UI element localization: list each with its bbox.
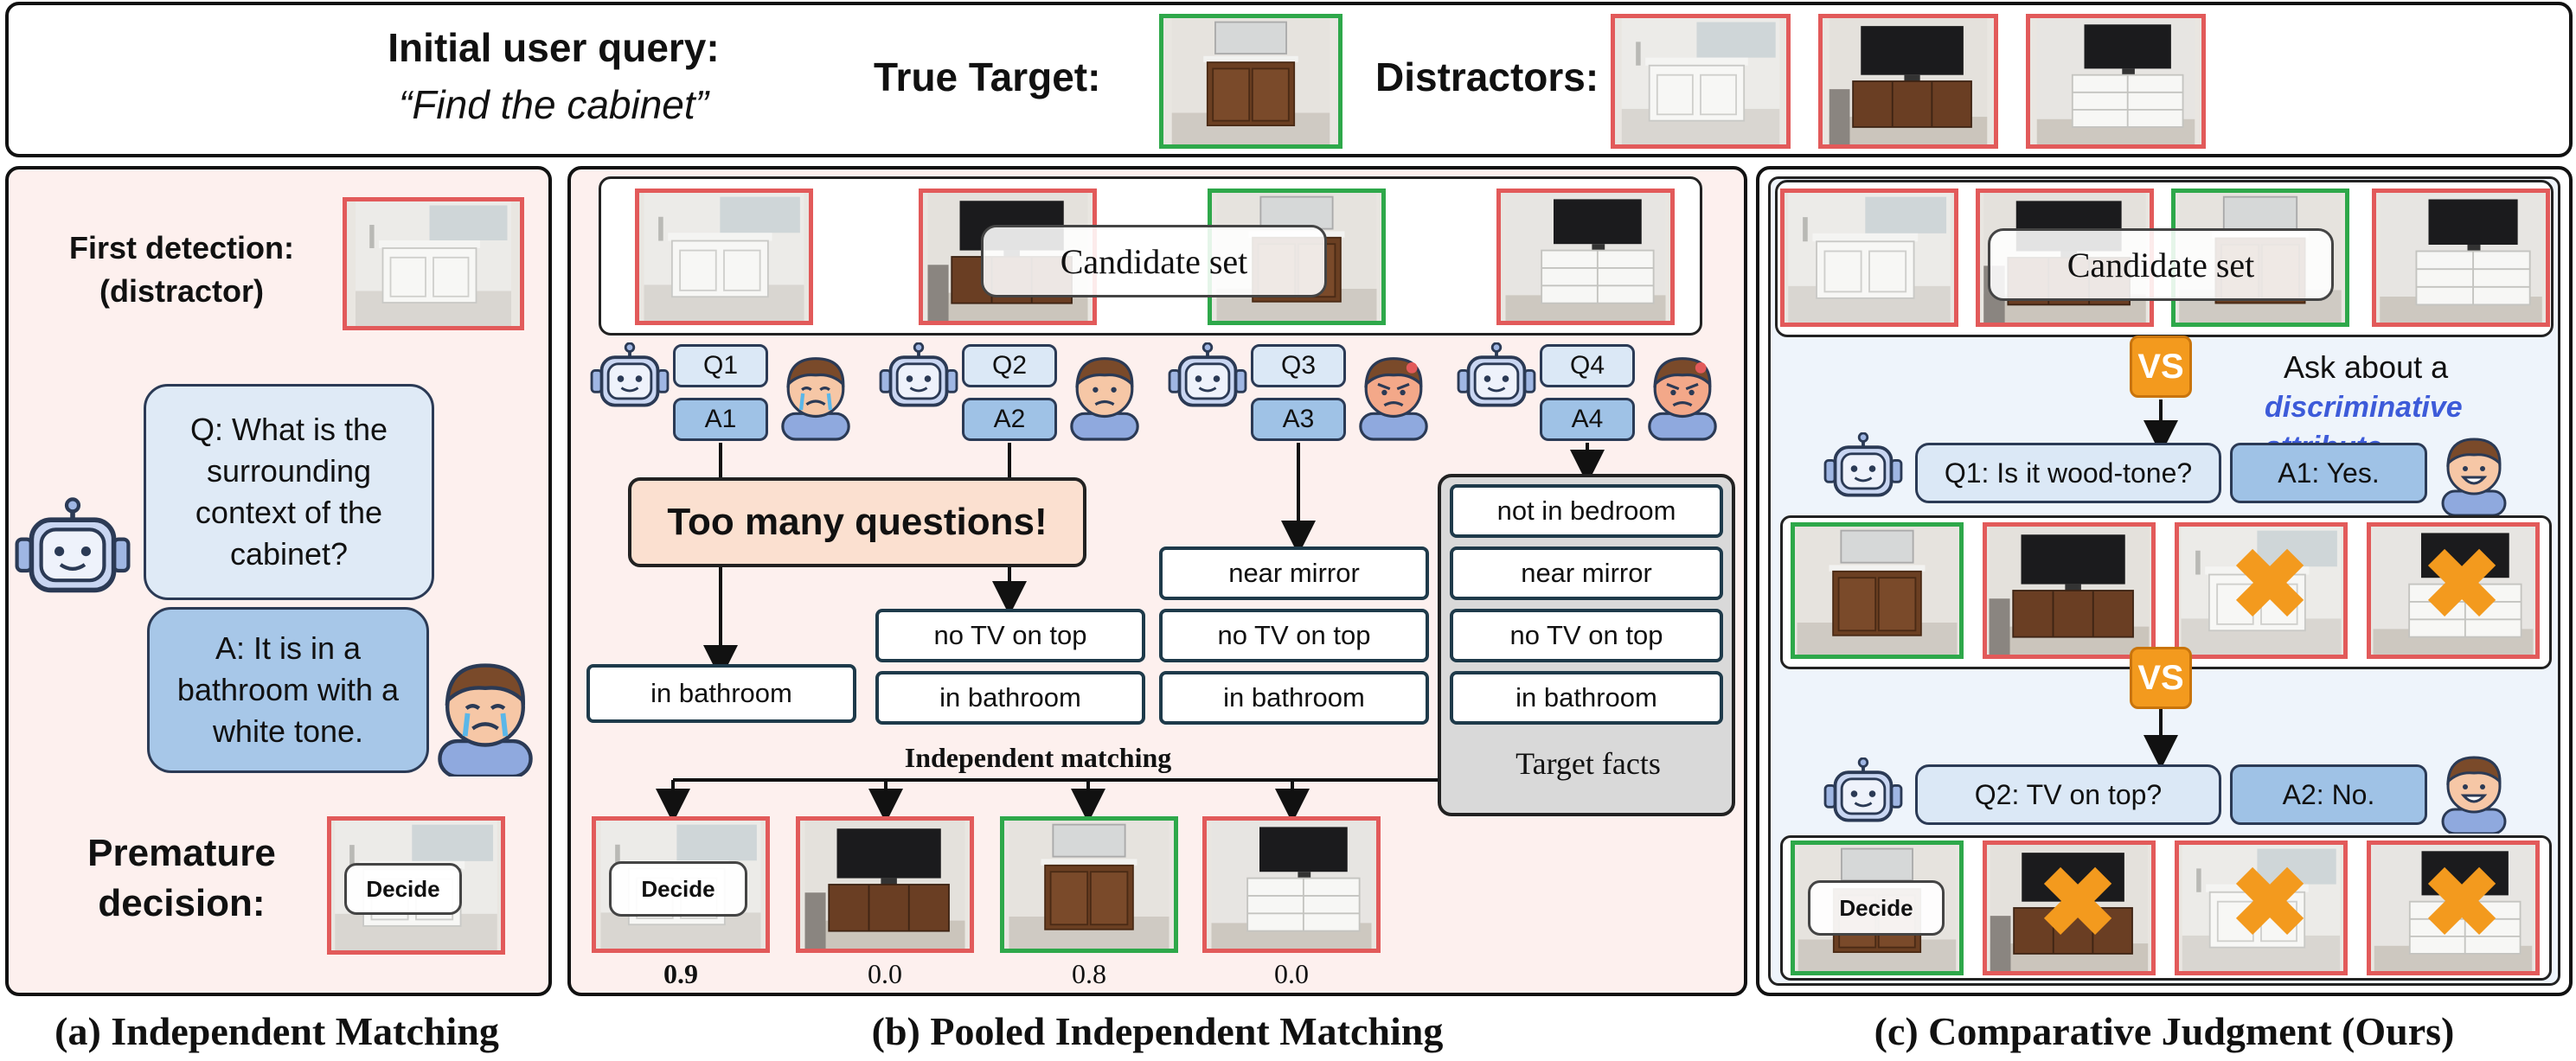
answer-bubble: A: It is in a bathroom with a white tone… — [147, 607, 429, 773]
question-bubble: Q: What is the surrounding context of th… — [144, 384, 434, 600]
robot-icon — [1822, 757, 1905, 832]
x-mark-icon: ✖ — [2422, 850, 2502, 956]
row1-image-4 — [2367, 522, 2540, 659]
happy-user-icon — [2431, 429, 2517, 515]
first-detection-image — [343, 197, 524, 330]
question-q2: Q2 — [962, 344, 1057, 387]
query-text: “Find the cabinet” — [399, 82, 708, 127]
robot-icon — [877, 342, 960, 417]
result-b-4 — [1202, 816, 1381, 953]
robot-icon — [1822, 432, 1905, 507]
decide-badge-b: Decide — [609, 861, 747, 917]
score-4: 0.0 — [1274, 958, 1309, 989]
score-3: 0.8 — [1072, 958, 1106, 989]
first-detection-line1: First detection: — [68, 230, 294, 265]
fact-col3-2: no TV on top — [1159, 609, 1429, 662]
robot-icon — [12, 496, 133, 609]
distractor-image-1 — [1611, 14, 1791, 149]
row1-image-3 — [2175, 522, 2348, 659]
fact-col3-1: near mirror — [1159, 546, 1429, 600]
decide-badge-a: Decide — [344, 863, 462, 915]
premature-line1: Premature — [87, 832, 276, 874]
target-facts-label: Target facts — [1515, 746, 1661, 781]
answer-a2: A2 — [962, 398, 1057, 441]
x-mark-icon: ✖ — [2230, 532, 2310, 638]
row1-image-1 — [1791, 522, 1964, 659]
angry-user-icon — [1637, 346, 1728, 441]
crying-user-icon — [422, 650, 548, 777]
fact-col1-1: in bathroom — [586, 664, 856, 723]
distractor-image-3 — [2026, 14, 2206, 149]
query-label: Initial user query: — [388, 25, 720, 70]
decide-badge-c: Decide — [1808, 880, 1945, 936]
answer-a4: A4 — [1540, 398, 1635, 441]
distractor-image-2 — [1818, 14, 1998, 149]
premature-decision-label: Premature decision: — [52, 828, 311, 929]
true-target-label: True Target: — [874, 54, 1101, 99]
premature-line2: decision: — [98, 882, 266, 924]
robot-icon — [1166, 342, 1249, 417]
question-c1: Q1: Is it wood-tone? — [1915, 443, 2221, 503]
score-1: 0.9 — [663, 958, 698, 989]
answer-a1: A1 — [673, 398, 768, 441]
first-detection-line2: (distractor) — [99, 273, 265, 309]
answer-c1: A1: Yes. — [2230, 443, 2427, 503]
fact-col4-2: near mirror — [1450, 546, 1723, 600]
x-mark-icon: ✖ — [2230, 850, 2310, 956]
fact-col4-1: not in bedroom — [1450, 484, 1723, 538]
candidate-b-4 — [1496, 189, 1675, 325]
candidate-c-1 — [1780, 189, 1958, 327]
fact-col4-3: no TV on top — [1450, 609, 1723, 662]
distractors-label: Distractors: — [1375, 54, 1599, 99]
fact-col2-1: no TV on top — [875, 609, 1145, 662]
first-detection-label: First detection: (distractor) — [35, 227, 329, 313]
row2-image-3 — [2175, 840, 2348, 975]
row1-image-2 — [1983, 522, 2156, 659]
ask-line1: Ask about a — [2284, 349, 2449, 385]
question-q1: Q1 — [673, 344, 768, 387]
answer-a3: A3 — [1251, 398, 1346, 441]
crying-user-icon — [770, 346, 862, 441]
candidate-b-1 — [635, 189, 813, 325]
vs-icon: VS — [2130, 647, 2192, 709]
candidate-c-4 — [2372, 189, 2550, 327]
answer-c2: A2: No. — [2230, 764, 2427, 825]
fact-col3-3: in bathroom — [1159, 671, 1429, 725]
candidate-set-label-c: Candidate set — [1988, 228, 2334, 301]
independent-matching-label: Independent matching — [904, 742, 1172, 773]
true-target-image — [1159, 14, 1342, 149]
robot-icon — [1455, 342, 1538, 417]
fact-col4-4: in bathroom — [1450, 671, 1723, 725]
sad-user-icon — [1059, 346, 1150, 441]
x-mark-icon: ✖ — [2038, 850, 2118, 956]
happy-user-icon — [2431, 747, 2517, 834]
fact-col2-2: in bathroom — [875, 671, 1145, 725]
row2-image-2 — [1983, 840, 2156, 975]
question-q3: Q3 — [1251, 344, 1346, 387]
too-many-questions-banner: Too many questions! — [628, 477, 1086, 567]
caption-b: (b) Pooled Independent Matching — [871, 1009, 1444, 1053]
candidate-set-label-b: Candidate set — [981, 225, 1327, 297]
question-q4: Q4 — [1540, 344, 1635, 387]
caption-c: (c) Comparative Judgment (Ours) — [1874, 1009, 2455, 1053]
x-mark-icon: ✖ — [2422, 532, 2502, 638]
robot-icon — [588, 342, 671, 417]
caption-a: (a) Independent Matching — [54, 1009, 499, 1053]
row2-image-4 — [2367, 840, 2540, 975]
result-b-3 — [1000, 816, 1178, 953]
score-2: 0.0 — [868, 958, 902, 989]
angry-user-icon — [1348, 346, 1439, 441]
result-b-2 — [796, 816, 974, 953]
question-c2: Q2: TV on top? — [1915, 764, 2221, 825]
vs-icon: VS — [2130, 336, 2192, 398]
